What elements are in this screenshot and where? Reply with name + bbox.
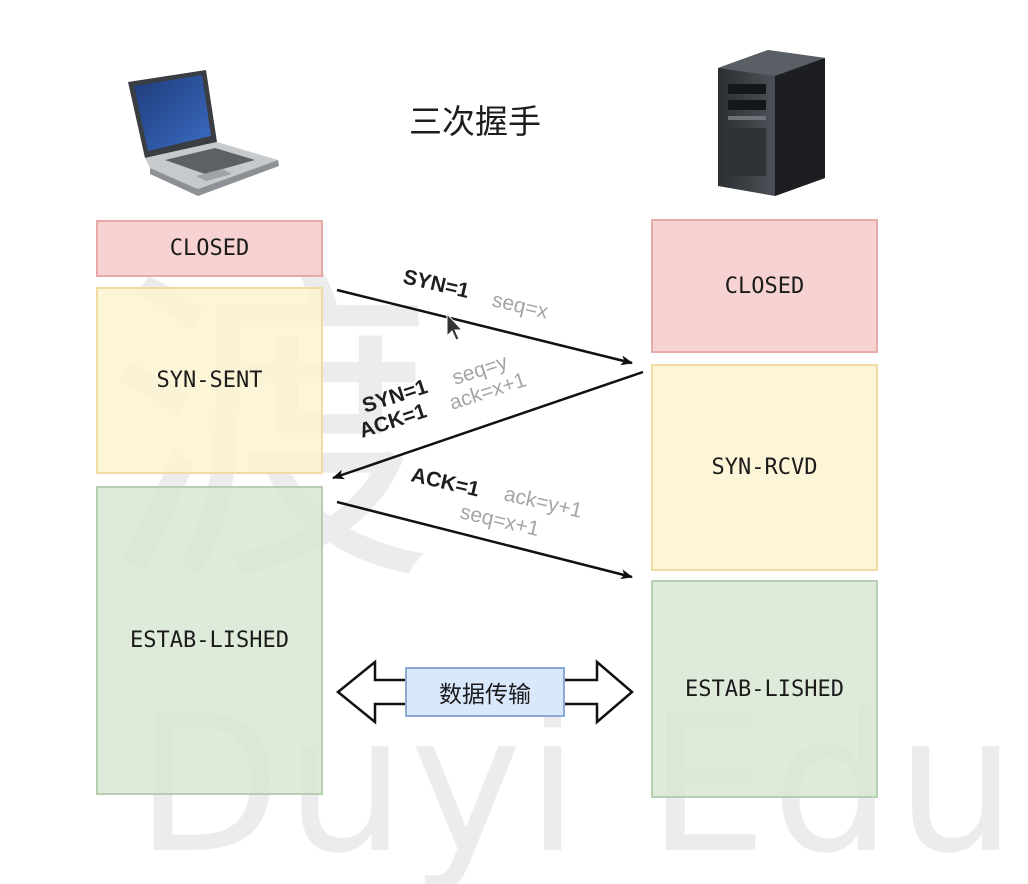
msg1-flags: SYN=1 [401,265,472,303]
server-state-established-label: ESTAB-LISHED [685,676,844,702]
arrow-syn [336,288,633,366]
server-state-closed-label: CLOSED [724,273,805,299]
mouse-cursor-icon [446,312,464,341]
data-transfer-label: 数据传输 [439,682,531,708]
server-state-syn-rcvd: SYN-RCVD [651,364,878,571]
client-state-established: ESTAB-LISHED [96,486,323,795]
msg3-flags: ACK=1 [409,463,482,501]
server-icon [718,50,825,196]
arrow-ack [336,500,633,580]
client-state-syn-sent-label: SYN-SENT [156,368,263,393]
client-state-closed-label: CLOSED [169,236,250,261]
server-state-closed: CLOSED [651,219,878,353]
msg1-values: seq=x [490,288,551,323]
client-state-established-label: ESTAB-LISHED [130,628,289,653]
client-state-closed: CLOSED [96,220,323,277]
server-state-syn-rcvd-label: SYN-RCVD [711,455,818,480]
laptop-icon [128,70,279,196]
data-transfer-label-box: 数据传输 [405,667,565,717]
server-state-established: ESTAB-LISHED [651,580,878,798]
client-state-syn-sent: SYN-SENT [96,287,323,474]
diagram-title: 三次握手 [409,102,541,141]
arrow-syn-ack [332,370,644,480]
